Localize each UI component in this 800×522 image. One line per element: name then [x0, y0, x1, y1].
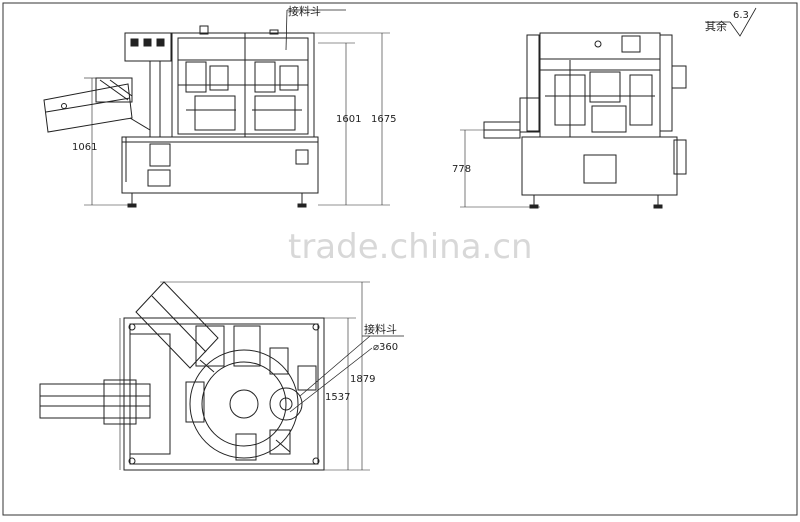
- side-finish-value: 6.3: [733, 10, 749, 21]
- front-view: [43, 9, 390, 208]
- top-infeed-conveyor: [39, 383, 151, 419]
- front-dim-1675: 1675: [371, 114, 396, 125]
- front-dim-1601: 1601: [336, 114, 361, 125]
- top-hopper-circle: [269, 387, 303, 421]
- top-frame: [123, 317, 325, 471]
- front-dim-1061: 1061: [72, 142, 97, 153]
- side-view: [460, 7, 757, 209]
- front-hopper-label: 接料斗: [288, 4, 321, 18]
- top-rotary-table: [201, 361, 287, 447]
- front-control-panel: [124, 32, 172, 62]
- top-dim-1879: 1879: [350, 374, 375, 385]
- top-dim-diameter: ⌀360: [373, 342, 398, 353]
- side-finish-label: 其余: [705, 19, 727, 33]
- side-lower-cabinet: [521, 136, 678, 196]
- top-slanted-hopper: [135, 281, 219, 369]
- top-view: [39, 281, 404, 471]
- top-hopper-label: 接料斗: [364, 322, 397, 336]
- front-infeed-conveyor: [43, 83, 133, 133]
- front-lower-cabinet: [121, 136, 319, 194]
- top-dim-1537: 1537: [325, 392, 350, 403]
- watermark-text: trade.china.cn: [288, 227, 533, 267]
- side-dim-778: 778: [452, 164, 471, 175]
- sheet-border: [2, 2, 798, 516]
